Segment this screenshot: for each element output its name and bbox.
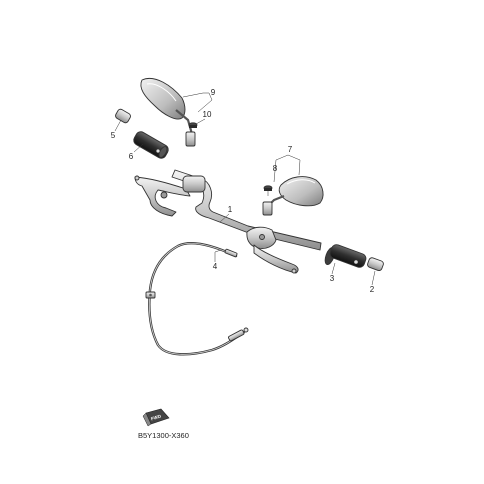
grip-end-right (367, 257, 384, 272)
handlebar (171, 169, 322, 251)
figure-code: B5Y1300-X360 (138, 431, 189, 440)
grip-end-left (115, 108, 131, 124)
callout-2: 2 (370, 285, 375, 294)
mirror-nut-right (263, 185, 273, 191)
right-mirror (262, 176, 324, 216)
callout-10: 10 (203, 110, 212, 119)
left-mirror (140, 78, 196, 147)
throttle-cable (145, 242, 249, 356)
right-switch-lever-assembly (246, 226, 299, 274)
callouts: 1 2 3 4 5 6 7 8 9 10 (111, 88, 375, 294)
callout-4: 4 (213, 262, 218, 271)
callout-1: 1 (228, 205, 233, 214)
callout-9: 9 (211, 88, 216, 97)
cable-clamp (145, 291, 156, 299)
leader-lines (114, 92, 376, 286)
fwd-arrow-icon: FWD (142, 408, 170, 427)
cable-adjuster-lower (228, 327, 249, 342)
cable-adjuster-upper (224, 248, 238, 258)
callout-7: 7 (288, 145, 293, 154)
callout-6: 6 (129, 152, 134, 161)
left-switch-lever-assembly (134, 175, 206, 217)
left-grip (133, 131, 169, 159)
throttle-grip (324, 244, 367, 268)
callout-5: 5 (111, 131, 116, 140)
callout-3: 3 (330, 274, 335, 283)
callout-8: 8 (273, 164, 278, 173)
mirror-nut-left (188, 122, 198, 128)
fwd-label: FWD (150, 413, 162, 421)
